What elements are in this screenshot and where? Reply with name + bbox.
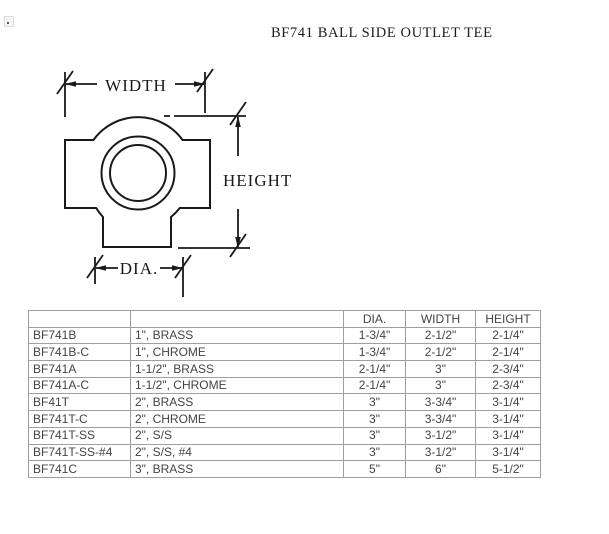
height-tick-top bbox=[229, 101, 247, 126]
dia-arrow-left bbox=[95, 265, 106, 271]
width-arrow-left bbox=[65, 81, 76, 87]
table-cell: 1", CHROME bbox=[130, 343, 344, 362]
tee-diagram: WIDTH HEIGHT DIA. bbox=[56, 68, 292, 297]
table-cell: 3" bbox=[343, 393, 406, 412]
width-tick-right bbox=[196, 68, 214, 93]
table-cell: 3" bbox=[343, 443, 406, 462]
table-cell: 2-1/2" bbox=[405, 326, 476, 345]
stray-image-artifact bbox=[4, 16, 14, 27]
header-dia: DIA. bbox=[343, 310, 406, 328]
table-cell: 3" bbox=[405, 376, 476, 395]
table-cell: BF741T-C bbox=[28, 410, 131, 428]
table-cell: 2", S/S, #4 bbox=[130, 443, 344, 462]
page-title: BF741 BALL SIDE OUTLET TEE bbox=[271, 25, 493, 41]
table-cell: 5-1/2" bbox=[475, 460, 541, 478]
ball-outer-ring bbox=[100, 135, 176, 211]
table-cell: 6" bbox=[405, 460, 476, 478]
table-cell: 3" bbox=[343, 426, 406, 445]
table-cell: 3-1/2" bbox=[405, 426, 476, 445]
table-cell: 3" bbox=[343, 410, 406, 428]
table-cell: 3-1/4" bbox=[475, 426, 541, 445]
table-cell: 2-3/4" bbox=[475, 376, 541, 395]
table-cell: 2-3/4" bbox=[475, 360, 541, 378]
table-cell: 3-1/2" bbox=[405, 443, 476, 462]
table-cell: 2-1/4" bbox=[343, 376, 406, 395]
width-tick-left bbox=[56, 70, 74, 95]
table-cell: 2-1/4" bbox=[343, 360, 406, 378]
height-tick-bottom bbox=[229, 233, 247, 258]
table-cell: BF741B bbox=[28, 326, 131, 345]
table-cell: BF741A bbox=[28, 360, 131, 378]
table-cell: 3-1/4" bbox=[475, 443, 541, 462]
table-cell: BF741T-SS bbox=[28, 426, 131, 445]
width-dimension bbox=[56, 68, 214, 117]
width-label: WIDTH bbox=[105, 76, 167, 95]
table-cell: BF741C bbox=[28, 460, 131, 478]
table-cell: 2-1/4" bbox=[475, 326, 541, 345]
table-cell: 3" bbox=[405, 360, 476, 378]
table-cell: 1", BRASS bbox=[130, 326, 344, 345]
height-dimension bbox=[164, 101, 250, 258]
table-cell: 1-1/2", BRASS bbox=[130, 360, 344, 378]
table-cell: 3-1/4" bbox=[475, 393, 541, 412]
table-cell: BF741T-SS-#4 bbox=[28, 443, 131, 462]
height-arrow-up bbox=[235, 116, 241, 127]
table-cell: 1-3/4" bbox=[343, 343, 406, 362]
table-cell: 3", BRASS bbox=[130, 460, 344, 478]
table-cell: 5" bbox=[343, 460, 406, 478]
height-label: HEIGHT bbox=[223, 171, 292, 190]
table-cell: 1-1/2", CHROME bbox=[130, 376, 344, 395]
dia-tick-right bbox=[174, 254, 192, 279]
table-cell: 2", CHROME bbox=[130, 410, 344, 428]
dia-dimension bbox=[86, 254, 192, 297]
dia-label: DIA. bbox=[120, 259, 158, 278]
table-cell: BF741B-C bbox=[28, 343, 131, 362]
ball-inner-ring bbox=[109, 144, 167, 202]
table-cell: 3-3/4" bbox=[405, 410, 476, 428]
dia-arrow-right bbox=[172, 265, 183, 271]
width-arrow-right bbox=[194, 81, 205, 87]
table-cell: 3-1/4" bbox=[475, 410, 541, 428]
header-width: WIDTH bbox=[405, 310, 476, 328]
table-header-row: DIA. WIDTH HEIGHT bbox=[28, 310, 541, 328]
tee-body-outline bbox=[64, 116, 211, 248]
height-arrow-down bbox=[235, 237, 241, 248]
dia-tick-left bbox=[86, 254, 104, 279]
header-height: HEIGHT bbox=[475, 310, 541, 328]
table-cell: 2", BRASS bbox=[130, 393, 344, 412]
table-cell: 2-1/4" bbox=[475, 343, 541, 362]
table-cell: 2", S/S bbox=[130, 426, 344, 445]
header-part-number bbox=[28, 310, 131, 328]
table-cell: 1-3/4" bbox=[343, 326, 406, 345]
header-description bbox=[130, 310, 344, 328]
table-cell: 3-3/4" bbox=[405, 393, 476, 412]
table-cell: BF41T bbox=[28, 393, 131, 412]
table-cell: BF741A-C bbox=[28, 376, 131, 395]
table-cell: 2-1/2" bbox=[405, 343, 476, 362]
